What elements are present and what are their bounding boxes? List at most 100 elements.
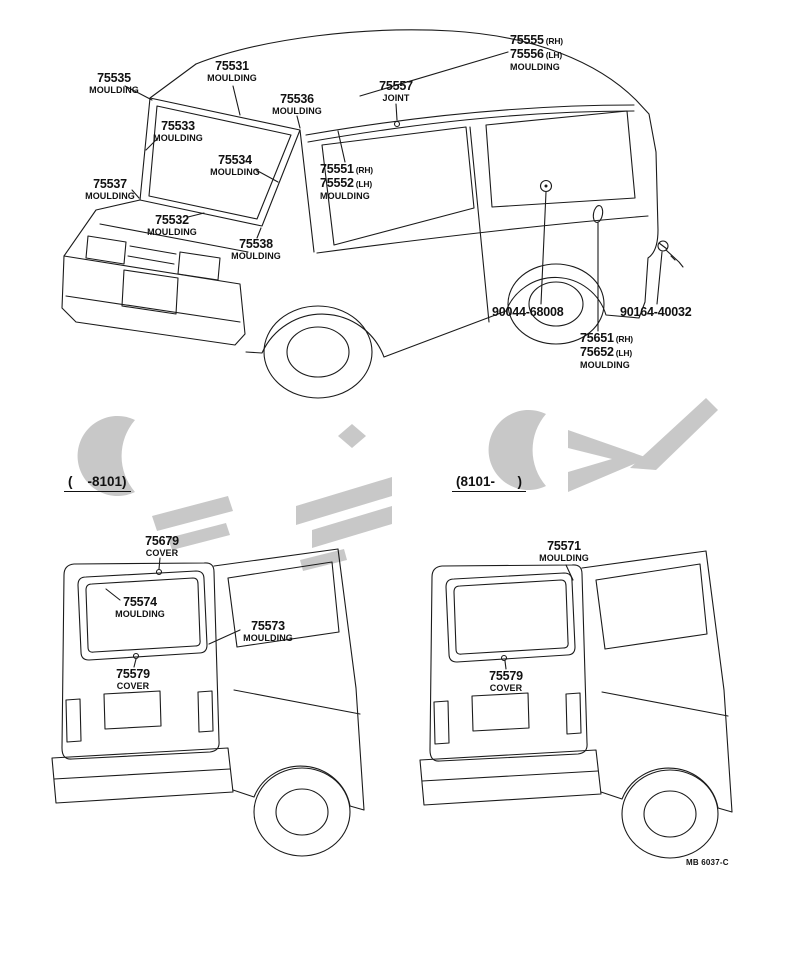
rh-suffix: (RH) bbox=[615, 334, 633, 344]
part-label-75679: 75679 COVER bbox=[145, 535, 179, 559]
leader-75579-late bbox=[504, 660, 507, 670]
side-window-rear bbox=[485, 110, 636, 208]
part-number: 75537 bbox=[93, 177, 127, 191]
part-number: 90164-40032 bbox=[620, 305, 692, 319]
front-wheel-hub bbox=[286, 326, 350, 378]
watermark-chevron bbox=[568, 430, 648, 492]
watermark-bar bbox=[312, 506, 392, 548]
rear-van-body bbox=[51, 548, 365, 857]
grommet-center bbox=[544, 184, 548, 188]
part-number: 75533 bbox=[161, 119, 195, 133]
leader-75571 bbox=[565, 564, 574, 581]
part-number: 75532 bbox=[155, 213, 189, 227]
front-bumper bbox=[61, 255, 246, 346]
part-label-75551-75552: 75551(RH) 75552(LH) MOULDING bbox=[320, 163, 373, 202]
part-number-line: 75555(RH) bbox=[510, 34, 563, 48]
clip-part bbox=[592, 205, 604, 223]
side-window-front bbox=[321, 126, 475, 246]
part-number: 75579 bbox=[116, 667, 150, 681]
part-subtitle: MOULDING bbox=[320, 191, 370, 201]
part-label-75531: 75531 MOULDING bbox=[207, 60, 257, 84]
rear-wheel bbox=[507, 263, 605, 345]
part-subtitle: MOULDING bbox=[580, 360, 630, 370]
front-bumper-line bbox=[65, 295, 241, 323]
leader-90044 bbox=[540, 191, 547, 305]
leader-75538 bbox=[256, 227, 262, 239]
part-number-line: 75652(LH) bbox=[580, 346, 633, 360]
part-number: 75652 bbox=[580, 345, 614, 359]
moulding-joint-part bbox=[393, 120, 401, 128]
part-subtitle: MOULDING bbox=[231, 251, 281, 261]
part-number-line: 75552(LH) bbox=[320, 177, 373, 191]
watermark-crescent-left bbox=[77, 415, 135, 496]
front-van-drawing bbox=[61, 29, 684, 399]
part-label-75574: 75574 MOULDING bbox=[115, 596, 165, 620]
grille-line bbox=[127, 255, 175, 265]
part-label-75535: 75535 MOULDING bbox=[89, 72, 139, 96]
part-label-75555-75556: 75555(RH) 75556(LH) MOULDING bbox=[510, 34, 563, 73]
part-number: 75556 bbox=[510, 47, 544, 61]
license-plate bbox=[121, 269, 179, 315]
windshield-moulding-outer bbox=[139, 97, 301, 227]
grille-line bbox=[129, 245, 177, 255]
leader-90164 bbox=[656, 251, 663, 305]
part-subtitle: MOULDING bbox=[153, 133, 203, 143]
van-body-outline bbox=[195, 29, 659, 358]
b-pillar bbox=[299, 129, 315, 253]
part-subtitle: COVER bbox=[116, 681, 150, 691]
part-subtitle: MOULDING bbox=[115, 609, 165, 619]
screw-thread bbox=[670, 255, 676, 261]
roof-drip-moulding-inner bbox=[307, 110, 635, 143]
headlight-right bbox=[177, 251, 221, 281]
leader-75555 bbox=[359, 51, 509, 97]
part-label-75579-early: 75579 COVER bbox=[116, 668, 150, 692]
part-label-90044-68008: 90044-68008 bbox=[492, 305, 564, 319]
part-subtitle: JOINT bbox=[382, 93, 410, 103]
diagram-code: MB 6037-C bbox=[686, 858, 729, 867]
leader-75535 bbox=[124, 85, 153, 101]
sliding-door-seam bbox=[469, 126, 490, 323]
part-number: 75573 bbox=[251, 619, 285, 633]
leader-75573 bbox=[208, 629, 241, 645]
part-number: 75557 bbox=[379, 79, 413, 93]
cover-screw-top bbox=[155, 568, 163, 576]
leader-lines-front bbox=[124, 51, 663, 332]
windshield-moulding-inner bbox=[148, 105, 292, 220]
part-subtitle: MOULDING bbox=[85, 191, 135, 201]
watermark-diamond bbox=[338, 424, 366, 448]
part-subtitle: MOULDING bbox=[243, 633, 293, 643]
part-number-line: 75651(RH) bbox=[580, 332, 633, 346]
part-subtitle: MOULDING bbox=[510, 62, 560, 72]
production-range-early: ( -8101) bbox=[64, 474, 131, 492]
part-subtitle: MOULDING bbox=[210, 167, 260, 177]
screw-head bbox=[657, 240, 669, 252]
rear-van-late-drawing bbox=[419, 550, 733, 859]
headlight-left bbox=[85, 235, 127, 265]
cover-screw-bottom bbox=[500, 654, 508, 662]
part-number: 75531 bbox=[215, 59, 249, 73]
rear-wheel-hub bbox=[528, 281, 584, 327]
watermark-logo bbox=[77, 398, 718, 571]
part-number: 75571 bbox=[547, 539, 581, 553]
front-panel-edge bbox=[63, 199, 141, 257]
part-number: 75574 bbox=[123, 595, 157, 609]
part-label-75534: 75534 MOULDING bbox=[210, 154, 260, 178]
part-label-75537: 75537 MOULDING bbox=[85, 178, 135, 202]
leader-75679 bbox=[158, 557, 161, 570]
part-label-75536: 75536 MOULDING bbox=[272, 93, 322, 117]
part-number: 75555 bbox=[510, 33, 544, 47]
part-number: 75679 bbox=[145, 534, 179, 548]
leader-75531 bbox=[232, 85, 241, 116]
leader-75532 bbox=[187, 212, 205, 218]
part-label-75651-75652: 75651(RH) 75652(LH) MOULDING bbox=[580, 332, 633, 371]
cover-screw-bottom bbox=[132, 652, 140, 660]
part-number-line: 75551(RH) bbox=[320, 163, 373, 177]
part-subtitle: MOULDING bbox=[89, 85, 139, 95]
part-number: 90044-68008 bbox=[492, 305, 564, 319]
a-pillar bbox=[149, 63, 197, 99]
rear-van-early-drawing bbox=[51, 548, 365, 857]
leader-75551 bbox=[337, 130, 346, 163]
part-label-75579-late: 75579 COVER bbox=[489, 670, 523, 694]
